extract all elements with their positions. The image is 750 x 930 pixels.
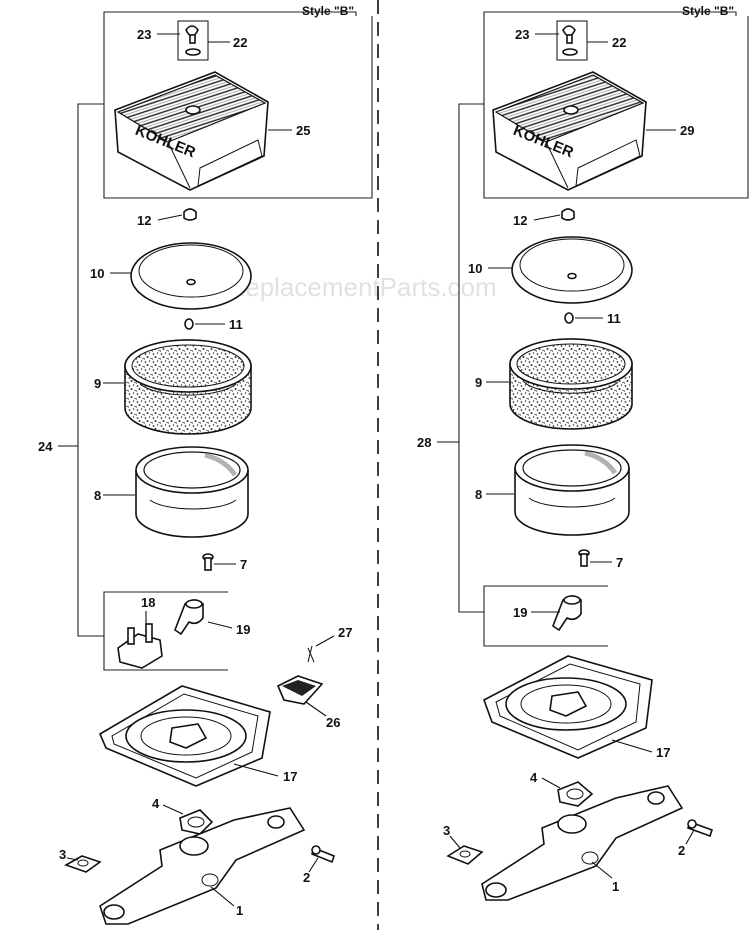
knob-part [561,208,575,221]
watermark-text: eReplacementParts.com [212,272,497,302]
assembly-bracket [77,103,104,637]
callout-19: 19 [513,605,527,620]
precleaner-part [124,339,252,435]
callout-17: 17 [656,745,670,760]
callout-24: 24 [38,439,53,454]
air-cleaner-cover-part: KOHLER [492,71,647,191]
callout-28: 28 [417,435,431,450]
leader-2 [308,857,319,873]
breather-tube-part [552,595,582,632]
knob-part [183,208,197,221]
small-gasket-part [446,845,484,865]
style-label: Style "B" [682,4,734,18]
breather-tube-part [174,599,204,636]
callout-4: 4 [152,796,160,811]
wing-nut-part [562,25,578,56]
base-plate-part [98,685,271,787]
leader-2 [685,829,695,845]
hardware-frame-22-23 [177,20,209,61]
callout-10: 10 [468,261,482,276]
callout-2: 2 [303,870,310,885]
gasket-part [179,809,214,835]
leader-3 [449,835,461,849]
precleaner-part [509,338,633,430]
manifold-part [99,807,306,925]
style-label: Style "B" [302,4,354,18]
leader-27 [315,635,335,647]
base-group-frame [483,585,608,647]
leader-3 [66,857,79,861]
leader-12 [533,214,561,221]
callout-19: 19 [236,622,250,637]
manifold-part [481,785,684,901]
bolt-part [311,845,335,864]
air-filter-element-part [135,446,249,538]
leader-4 [541,777,561,789]
hardware-frame-22-23 [556,20,588,61]
callout-17: 17 [283,769,297,784]
callout-8: 8 [94,488,101,503]
callout-29: 29 [680,123,694,138]
gasket-part [557,781,594,807]
callout-8: 8 [475,487,482,502]
bolt-part [686,819,714,838]
base-group-frame [103,591,228,671]
callout-11: 11 [607,311,621,326]
callout-9: 9 [94,376,101,391]
clip-part [307,645,315,663]
leader-17 [233,763,279,777]
element-cover-part [130,242,252,310]
seal-part [276,675,324,705]
callout-1: 1 [236,903,243,918]
callout-23: 23 [515,27,529,42]
callout-22: 22 [612,35,626,50]
callout-3: 3 [59,847,66,862]
screw-part [202,553,214,571]
leader-1 [210,886,235,907]
leader-4 [162,804,184,815]
callout-7: 7 [240,557,247,572]
callout-10: 10 [90,266,104,281]
callout-27: 27 [338,625,352,640]
element-cover-part [511,236,633,304]
leader-19 [207,621,233,629]
leader-12 [157,214,183,221]
leader-26 [305,701,327,717]
base-plate-part [483,655,653,759]
callout-7: 7 [616,555,623,570]
cover-group-frame [103,11,373,199]
callout-2: 2 [678,843,685,858]
callout-3: 3 [443,823,450,838]
grommet-part [564,312,574,324]
callout-12: 12 [513,213,527,228]
callout-23: 23 [137,27,151,42]
grommet-part [184,318,194,330]
leader-17 [611,739,653,753]
callout-22: 22 [233,35,247,50]
left-panel: Style "B" 24 23 22 KOHLER 25 [38,4,373,925]
right-panel: Style "B" 28 23 22 KOHLER 29 [417,4,749,901]
air-cleaner-cover-part: KOHLER [114,71,269,191]
callout-1: 1 [612,879,619,894]
assembly-bracket [458,103,484,613]
wing-nut-part [185,25,201,56]
leader-1 [591,861,613,879]
bracket-part [117,623,163,669]
callout-26: 26 [326,715,340,730]
callout-9: 9 [475,375,482,390]
callout-11: 11 [229,317,243,332]
callout-25: 25 [296,123,310,138]
callout-18: 18 [141,595,155,610]
air-filter-element-part [514,444,630,536]
callout-12: 12 [137,213,151,228]
cover-group-frame [483,11,749,199]
screw-part [578,549,590,567]
small-gasket-part [64,855,102,873]
callout-4: 4 [530,770,538,785]
